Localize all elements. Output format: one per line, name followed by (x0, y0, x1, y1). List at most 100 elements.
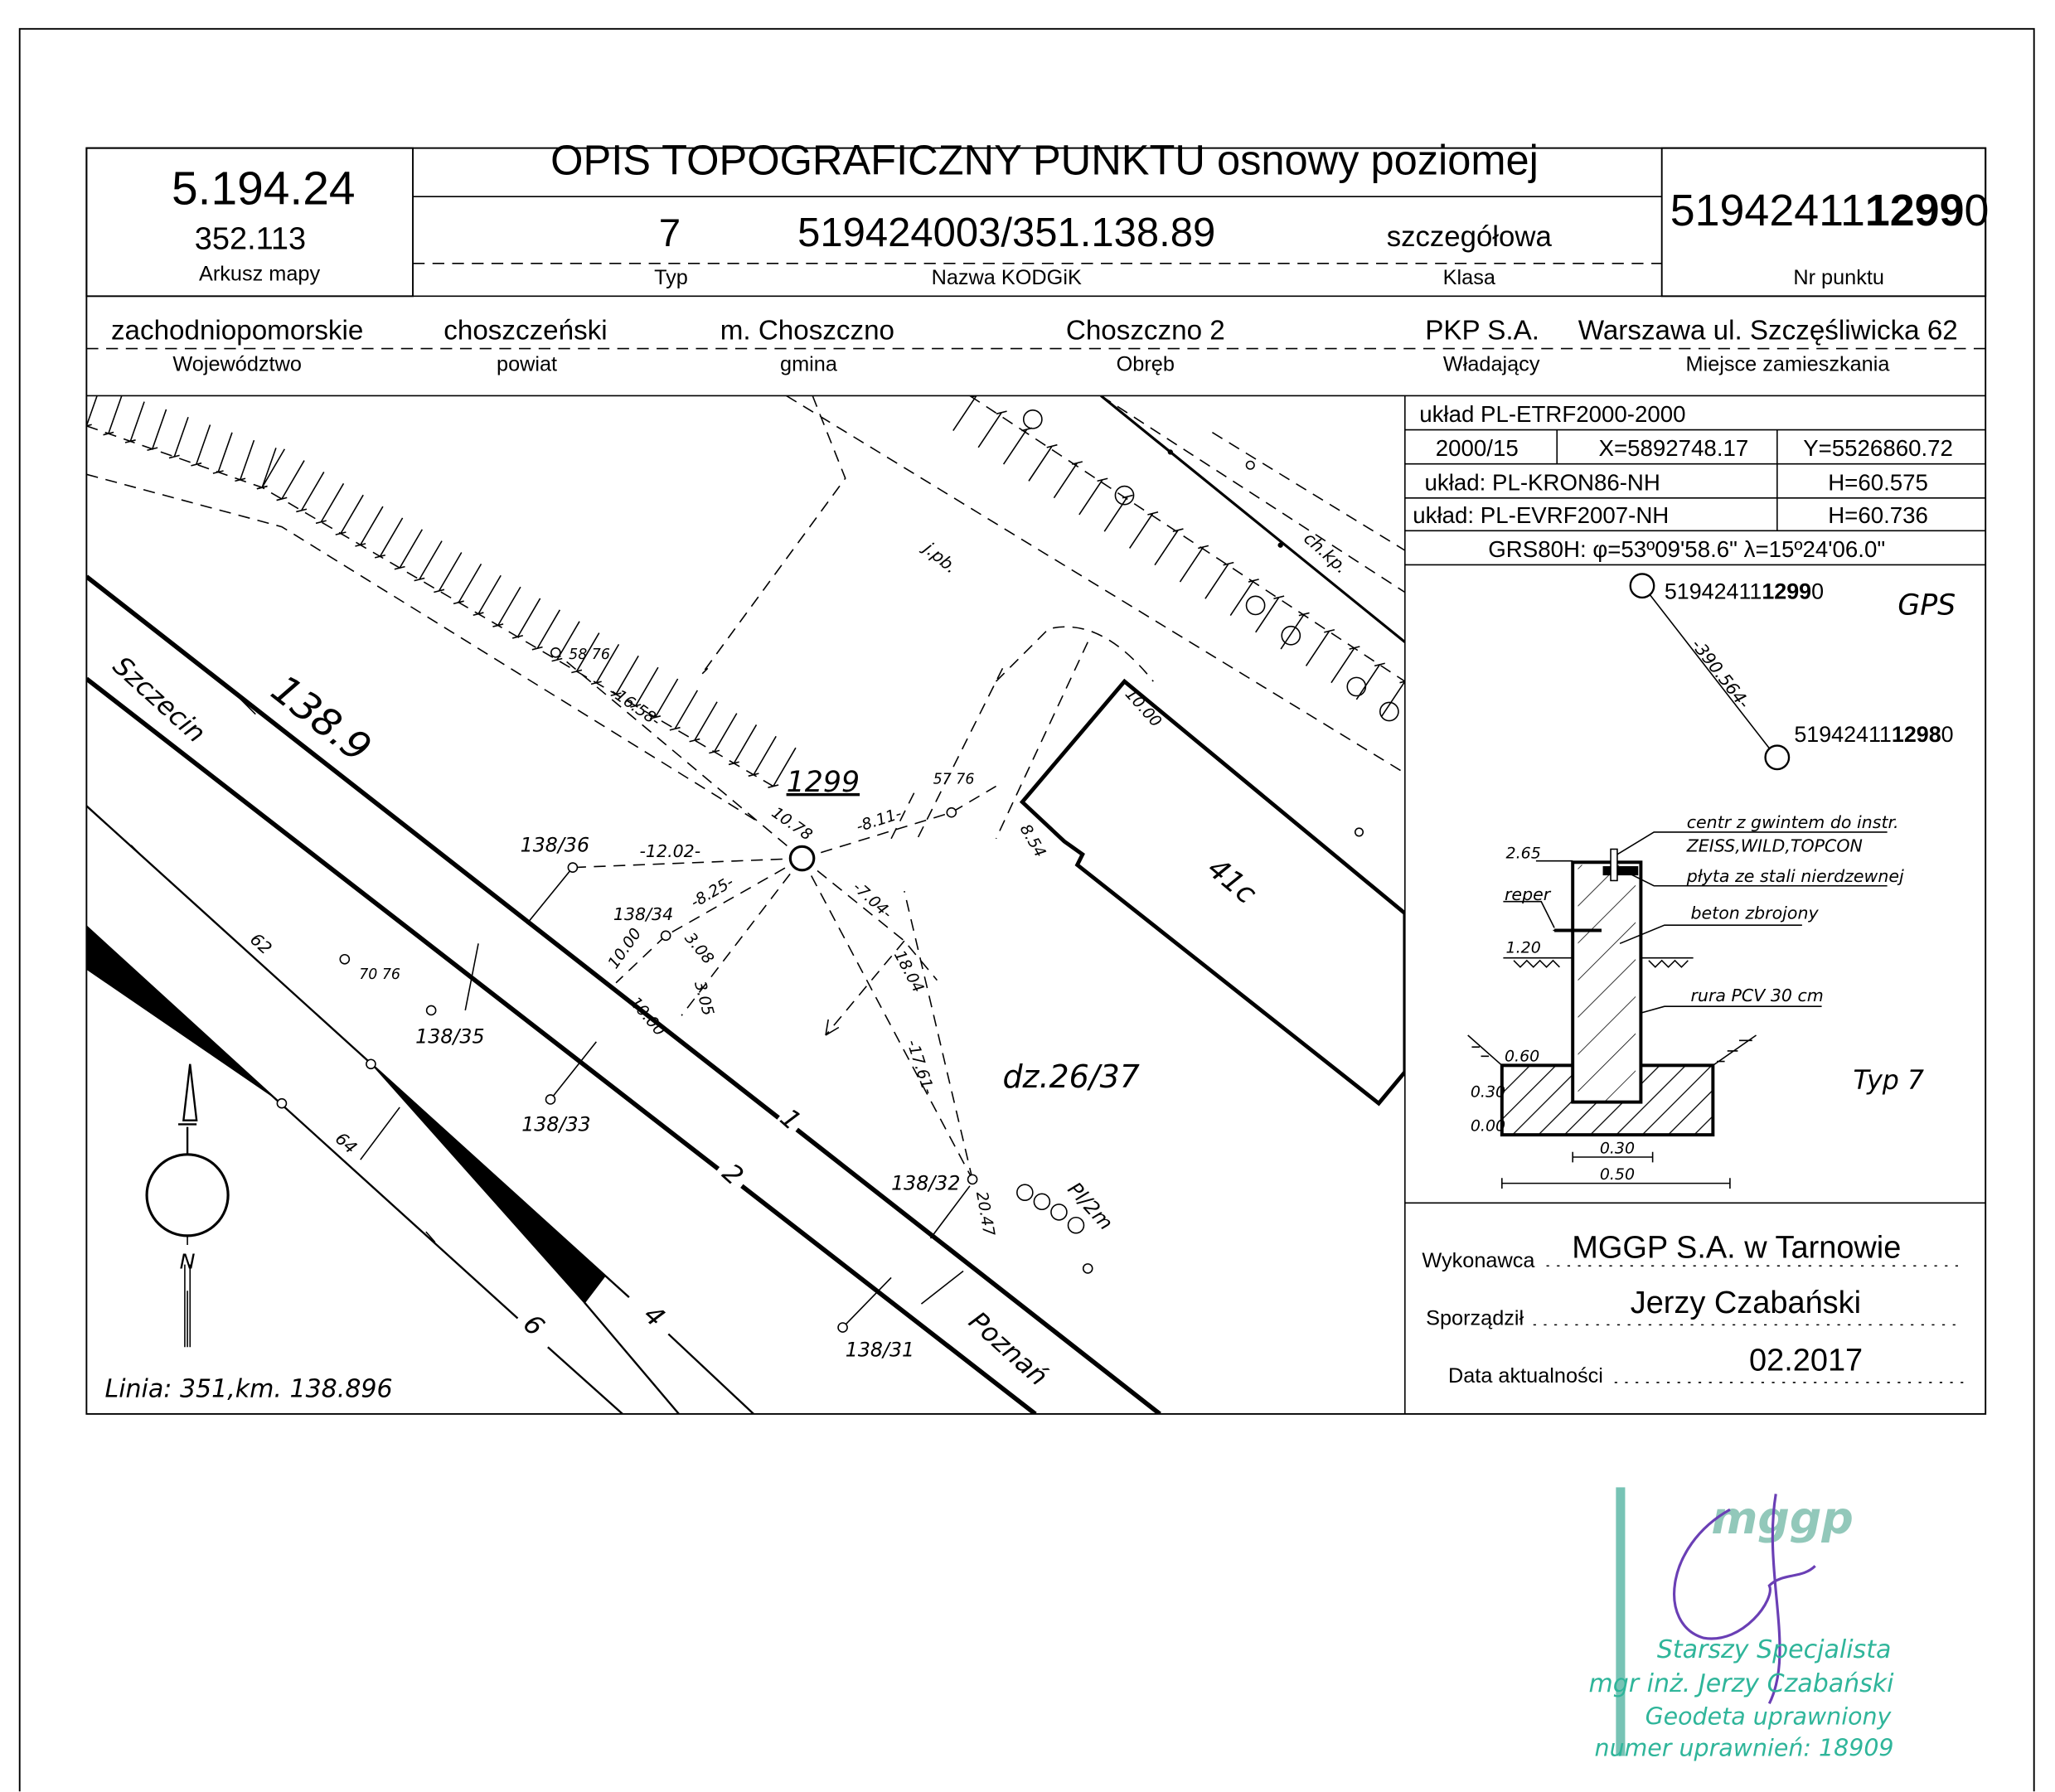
residence-value: Warszawa ul. Szczęśliwicka 62 (1578, 315, 1958, 346)
surveyor-stamp: mggp Starszy Specjalista mgr inż. Jerzy … (1589, 1487, 1895, 1762)
dist-8-25: -8.25- (687, 873, 737, 912)
kron-label: układ: PL-KRON86-NH (1425, 469, 1660, 495)
hatch-tick (1229, 579, 1259, 617)
y-coordinate: Y=5526860.72 (1803, 435, 1953, 461)
hatch-tick (256, 448, 286, 490)
tree-icons (1022, 409, 1399, 837)
dist-10-00-a: 10.00 (604, 925, 645, 972)
hatch-tick (492, 586, 521, 627)
location-map: 138.9 Szczecin Poznań 1299 dz.26/37 41c … (86, 395, 1405, 1414)
hatch-tick (147, 409, 167, 452)
evrf-height: H=60.736 (1828, 502, 1928, 528)
x-coordinate: X=5892748.17 (1599, 435, 1749, 461)
hatch-tick (296, 472, 325, 513)
hatch-tick (1280, 612, 1310, 650)
hatch-tick (212, 432, 233, 474)
point-marker-icon (1764, 744, 1791, 771)
map-sheet-sub: 352.113 (195, 221, 306, 256)
instrument-brands: ZEISS,WILD,TOPCON (1686, 836, 1863, 856)
author-label: Sporządził (1426, 1306, 1524, 1329)
track-number-6: 6 (517, 1309, 550, 1342)
north-arrow-icon (145, 1063, 230, 1348)
hatch-tick (453, 563, 482, 605)
dist-20-47: 20.47 (972, 1190, 998, 1237)
dist-7-04: -7.04- (849, 878, 895, 923)
detail-points (339, 647, 1093, 1333)
point-number: 5194241112990 (1670, 186, 1990, 235)
owner-value: PKP S.A. (1425, 315, 1539, 346)
evrf-label: układ: PL-EVRF2007-NH (1413, 502, 1669, 528)
dist-17-61: -17.61- (903, 1038, 938, 1097)
precinct-value: Choszczno 2 (1066, 315, 1225, 346)
hatch-tick (276, 460, 305, 501)
height-060: 0.60 (1505, 1048, 1539, 1066)
hatch-tick (394, 529, 424, 570)
hatch-tick (1028, 443, 1058, 482)
hatch-tick (235, 439, 255, 482)
gps-label: GPS (1897, 588, 1956, 622)
hatch-tick (1381, 680, 1405, 717)
map-sheet-number: 5.194.24 (172, 162, 356, 216)
point-138-33: 138/33 (521, 1112, 590, 1136)
point-58-76: 58 76 (569, 647, 610, 663)
plate-label: płyta ze stali nierdzewnej (1686, 866, 1904, 886)
rail-track-1 (86, 574, 1161, 1414)
precinct-label: Obręb (1117, 352, 1175, 375)
contractor-label: Wykonawca (1422, 1249, 1535, 1272)
width-050: 0.50 (1600, 1165, 1635, 1184)
hatch-tick (434, 552, 463, 593)
point-138-31: 138/31 (846, 1338, 914, 1361)
rail-track-2 (86, 676, 1037, 1414)
dist-16-58: -16.58- (607, 683, 663, 730)
hatch-tick (315, 482, 345, 525)
dist-8-11: -8.11- (854, 804, 904, 835)
chkp-label: ch.kp. (1300, 528, 1351, 578)
height-265: 2.65 (1506, 845, 1541, 863)
km-label: 138.9 (263, 666, 380, 772)
survey-point-1299-icon (788, 845, 816, 872)
page-border (18, 27, 2035, 1792)
dist-18-04: 18.04 (890, 947, 928, 995)
voivodeship-label: Województwo (172, 352, 302, 375)
building-label: 41c (1201, 852, 1263, 911)
hatch-tick (86, 395, 98, 427)
track-number-4: 4 (637, 1300, 670, 1333)
stamp-line-4: numer uprawnień: 18909 (1595, 1735, 1894, 1762)
hatch-tick (1103, 494, 1133, 532)
hatch-tick (669, 690, 699, 731)
parcel-label: dz.26/37 (1002, 1058, 1139, 1095)
height-030: 0.30 (1471, 1082, 1505, 1101)
stamp-logo: mggp (1711, 1492, 1853, 1544)
point-57-76: 57 76 (933, 771, 975, 787)
owner-label: Władający (1443, 352, 1540, 375)
point-70-76: 70 76 (359, 966, 400, 983)
point-label-1299: 1299 (787, 766, 860, 799)
voivodeship-value: zachodniopomorskie (111, 315, 363, 346)
hatch-tick (748, 735, 777, 777)
signature (1673, 1494, 1816, 1704)
gps-point-a: 5194241112990 (1665, 579, 1824, 604)
dist-8-54: 8.54 (1016, 821, 1049, 861)
hatch-tick (1204, 561, 1234, 599)
coordinate-table: układ PL-ETRF2000-2000 2000/15 X=5892748… (1404, 401, 1986, 566)
hatch-tick (168, 416, 189, 459)
stamp-line-3: Geodeta uprawniony (1645, 1703, 1893, 1731)
hatch-tick (1179, 545, 1209, 583)
hatch-tick (1078, 477, 1108, 516)
hatch-tick (103, 395, 123, 436)
footer-section: Wykonawca MGGP S.A. w Tarnowie Sporządzi… (1404, 1202, 1986, 1388)
hatch-tick (1255, 595, 1285, 633)
hatch-tick (1128, 511, 1159, 549)
hatch-tick (977, 410, 1007, 448)
class-label: Klasa (1443, 266, 1496, 289)
municipality-value: m. Choszczno (720, 315, 894, 346)
kron-height: H=60.575 (1828, 469, 1928, 495)
gps-distance: -390.564- (1688, 635, 1754, 712)
stamp-line-2: mgr inż. Jerzy Czabański (1589, 1669, 1895, 1698)
zone: 2000/15 (1436, 435, 1519, 461)
author-value: Jerzy Czabański (1631, 1286, 1861, 1320)
point-138-35: 138/35 (415, 1024, 484, 1048)
point-marker-icon (1629, 573, 1655, 599)
contractor-value: MGGP S.A. w Tarnowie (1572, 1231, 1901, 1266)
